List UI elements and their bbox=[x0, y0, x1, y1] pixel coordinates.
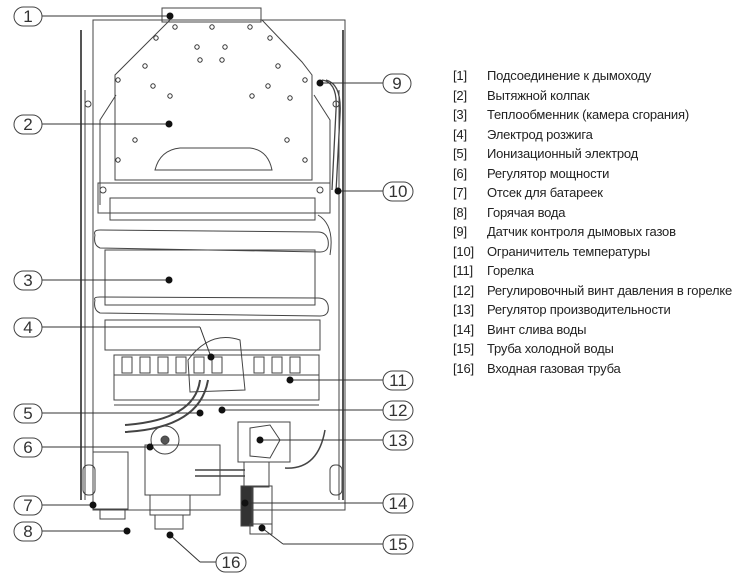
callout-15: 15 bbox=[382, 534, 414, 555]
legend-key: [6] bbox=[453, 165, 467, 181]
legend-label: Вытяжной колпак bbox=[487, 87, 590, 103]
legend-key: [5] bbox=[453, 146, 467, 161]
legend-key: [8] bbox=[453, 204, 467, 220]
legend: [1] Подсоединение к дымоходу [2] Вытяжной к… bbox=[453, 66, 748, 378]
legend-item: [11] Горелка bbox=[453, 261, 748, 281]
heater-drawing bbox=[80, 7, 346, 535]
legend-item: [10] Ограничитель температуры bbox=[453, 242, 748, 262]
burner bbox=[113, 354, 320, 401]
callout-7: 7 bbox=[13, 495, 43, 516]
svg-text:2: 2 bbox=[23, 115, 32, 134]
legend-key: [14] bbox=[453, 321, 474, 337]
legend-label: Датчик контроля дымовых газов bbox=[487, 224, 676, 239]
flue-connection bbox=[161, 7, 262, 23]
drain-screw bbox=[240, 485, 254, 527]
battery-box bbox=[92, 451, 129, 510]
legend-label: Винт слива воды bbox=[487, 321, 587, 337]
svg-text:7: 7 bbox=[23, 496, 32, 515]
legend-key: [1] bbox=[453, 68, 467, 83]
callout-5: 5 bbox=[13, 403, 43, 424]
callout-2: 2 bbox=[13, 114, 43, 135]
water-regulator bbox=[237, 421, 291, 463]
callout-10: 10 bbox=[382, 181, 414, 202]
legend-item: [16] Входная газовая труба bbox=[453, 359, 748, 379]
leader-lines bbox=[42, 15, 383, 563]
svg-text:6: 6 bbox=[23, 438, 32, 457]
svg-text:1: 1 bbox=[23, 7, 32, 26]
legend-label: Подсоединение к дымоходу bbox=[487, 68, 652, 83]
svg-text:10: 10 bbox=[389, 182, 408, 201]
legend-key: [4] bbox=[453, 126, 467, 142]
legend-label: Труба холодной воды bbox=[487, 341, 614, 356]
legend-key: [7] bbox=[453, 185, 467, 200]
callout-4: 4 bbox=[13, 317, 43, 338]
callouts: 1 2 3 4 5 6 7 8 9 10 11 12 13 14 15 16 bbox=[13, 6, 414, 573]
callout-6: 6 bbox=[13, 437, 43, 458]
callout-16: 16 bbox=[215, 552, 247, 573]
back-panel bbox=[92, 19, 346, 511]
svg-text:5: 5 bbox=[23, 404, 32, 423]
callout-3: 3 bbox=[13, 270, 43, 291]
legend-key: [3] bbox=[453, 107, 467, 122]
legend-item: [4] Электрод розжига bbox=[453, 125, 748, 145]
legend-label: Горелка bbox=[487, 263, 534, 278]
legend-item: [7] Отсек для батареек bbox=[453, 183, 748, 203]
legend-key: [16] bbox=[453, 360, 474, 376]
svg-text:9: 9 bbox=[392, 74, 401, 93]
legend-label: Регулятор мощности bbox=[487, 165, 610, 181]
svg-text:15: 15 bbox=[389, 535, 408, 554]
callout-14: 14 bbox=[382, 493, 414, 514]
legend-label: Регулировочный винт давления в горелке bbox=[487, 282, 732, 298]
legend-label: Электрод розжига bbox=[487, 126, 593, 142]
svg-text:16: 16 bbox=[222, 553, 241, 572]
legend-label: Регулятор производительности bbox=[487, 302, 671, 317]
svg-text:4: 4 bbox=[23, 318, 32, 337]
exchanger-flange bbox=[97, 182, 331, 214]
svg-text:3: 3 bbox=[23, 271, 32, 290]
legend-key: [10] bbox=[453, 243, 474, 259]
legend-label: Ограничитель температуры bbox=[487, 243, 651, 259]
legend-label: Теплообменник (камера сгорания) bbox=[487, 107, 689, 122]
legend-item: [6] Регулятор мощности bbox=[453, 164, 748, 184]
legend-label: Ионизационный электрод bbox=[487, 146, 639, 161]
legend-key: [15] bbox=[453, 341, 474, 356]
callout-1: 1 bbox=[13, 6, 43, 27]
legend-item: [12] Регулировочный винт давления в горел… bbox=[453, 281, 748, 301]
legend-item: [3] Теплообменник (камера сгорания) bbox=[453, 105, 748, 125]
draft-hood bbox=[114, 19, 313, 181]
callout-11: 11 bbox=[382, 370, 414, 391]
legend-item: [1] Подсоединение к дымоходу bbox=[453, 66, 748, 86]
legend-item: [15] Труба холодной воды bbox=[453, 339, 748, 359]
legend-key: [12] bbox=[453, 282, 474, 298]
svg-text:13: 13 bbox=[389, 431, 408, 450]
legend-label: Горячая вода bbox=[487, 204, 566, 220]
legend-item: [9] Датчик контроля дымовых газов bbox=[453, 222, 748, 242]
legend-label: Отсек для батареек bbox=[487, 185, 603, 200]
legend-key: [2] bbox=[453, 87, 467, 103]
callout-12: 12 bbox=[382, 400, 414, 421]
legend-item: [5] Ионизационный электрод bbox=[453, 144, 748, 164]
legend-item: [8] Горячая вода bbox=[453, 203, 748, 223]
legend-key: [13] bbox=[453, 302, 474, 317]
legend-label: Входная газовая труба bbox=[487, 360, 621, 376]
legend-key: [9] bbox=[453, 224, 467, 239]
svg-text:11: 11 bbox=[389, 371, 407, 390]
svg-text:12: 12 bbox=[389, 401, 408, 420]
legend-item: [14] Винт слива воды bbox=[453, 320, 748, 340]
legend-item: [13] Регулятор производительности bbox=[453, 300, 748, 320]
legend-key: [11] bbox=[453, 263, 473, 278]
legend-item: [2] Вытяжной колпак bbox=[453, 86, 748, 106]
svg-text:8: 8 bbox=[23, 522, 32, 541]
svg-text:14: 14 bbox=[389, 494, 408, 513]
leader-dots bbox=[89, 12, 342, 539]
callout-13: 13 bbox=[382, 430, 414, 451]
callout-8: 8 bbox=[13, 521, 43, 542]
callout-9: 9 bbox=[382, 73, 412, 94]
